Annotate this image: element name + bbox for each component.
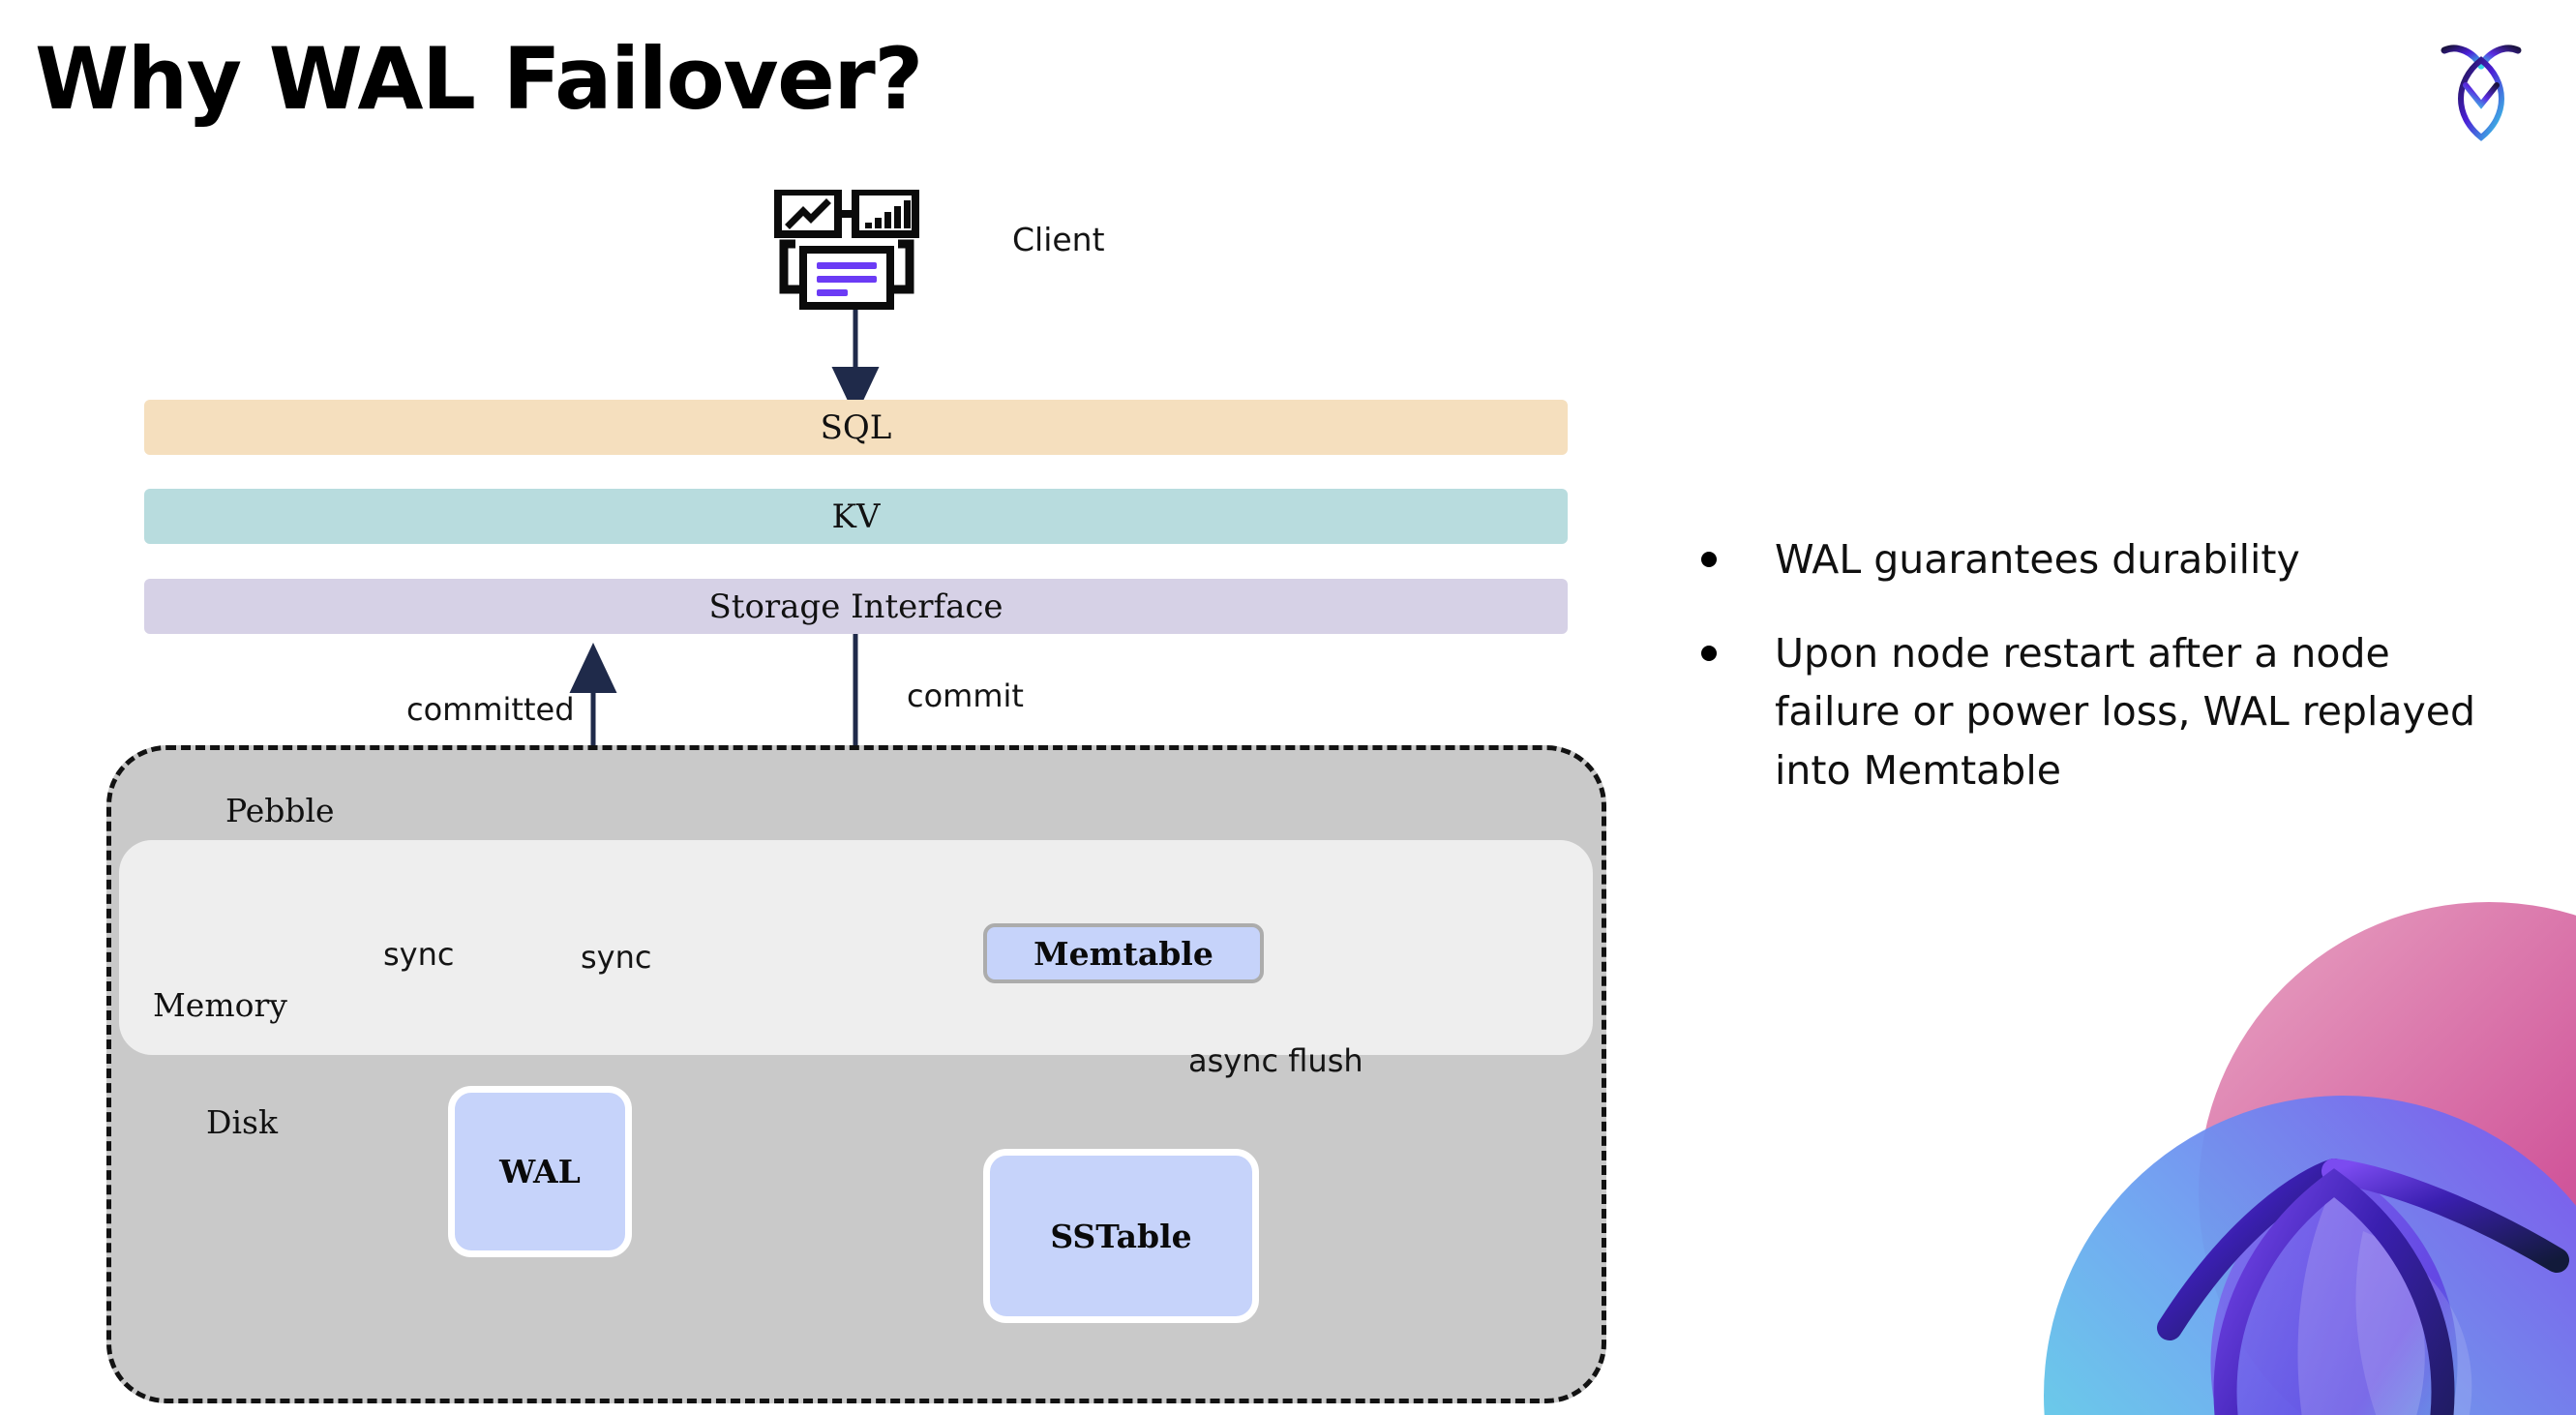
bullet-text: WAL guarantees durability (1775, 536, 2300, 583)
node-wal: WAL (448, 1086, 632, 1257)
list-item: Upon node restart after a node failure o… (1701, 624, 2504, 800)
cockroach-leaf-logo-icon (2437, 37, 2526, 145)
layer-bar-kv: KV (144, 489, 1568, 544)
layer-bar-storage-interface: Storage Interface (144, 579, 1568, 634)
bullet-dot-icon (1701, 645, 1717, 661)
cockroach-leaf-watermark-icon (1879, 873, 2576, 1415)
layer-bar-sql: SQL (144, 400, 1568, 455)
edge-label-sync-right: sync (581, 939, 652, 976)
edge-label-sync-left: sync (383, 936, 455, 973)
node-sstable: SSTable (983, 1149, 1259, 1323)
client-dashboard-icon (774, 188, 929, 310)
node-memtable: Memtable (983, 923, 1264, 983)
disk-label: Disk (206, 1103, 278, 1141)
memory-label: Memory (153, 986, 287, 1024)
edge-label-commit: commit (907, 677, 1024, 714)
client-label: Client (1012, 221, 1105, 258)
architecture-diagram: Client SQL KV Storage Interface Pebble M… (106, 188, 1606, 1403)
edge-label-committed: committed (406, 691, 575, 728)
bullet-list: WAL guarantees durability Upon node rest… (1701, 530, 2504, 835)
edge-label-async-flush: async flush (1188, 1042, 1363, 1079)
memory-zone (119, 840, 1593, 1055)
pebble-label: Pebble (225, 792, 335, 829)
page-title: Why WAL Failover? (35, 29, 923, 129)
bullet-dot-icon (1701, 552, 1717, 567)
list-item: WAL guarantees durability (1701, 530, 2504, 589)
bullet-text: Upon node restart after a node failure o… (1775, 629, 2475, 795)
